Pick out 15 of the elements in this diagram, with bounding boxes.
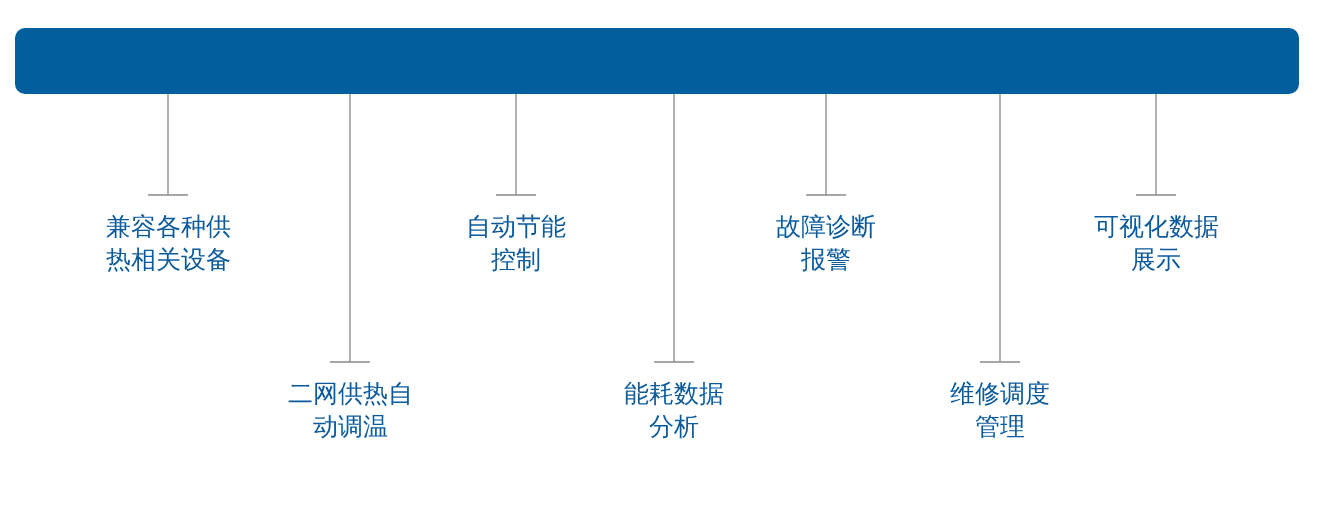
- header-bar: [15, 28, 1299, 94]
- feature-label: 二网供热自动调温: [286, 378, 414, 443]
- feature-label: 兼容各种供热相关设备: [104, 211, 232, 276]
- feature-label: 维修调度管理: [949, 378, 1051, 443]
- connector-line: [979, 93, 1021, 363]
- feature-label: 可视化数据展示: [1092, 211, 1220, 276]
- connector-line: [653, 93, 695, 363]
- connector-line: [147, 93, 189, 196]
- connector-line: [1135, 93, 1177, 196]
- feature-label: 自动节能控制: [465, 211, 567, 276]
- feature-label: 故障诊断报警: [775, 211, 877, 276]
- connector-line: [329, 93, 371, 363]
- connector-line: [805, 93, 847, 196]
- connector-line: [495, 93, 537, 196]
- feature-label: 能耗数据分析: [623, 378, 725, 443]
